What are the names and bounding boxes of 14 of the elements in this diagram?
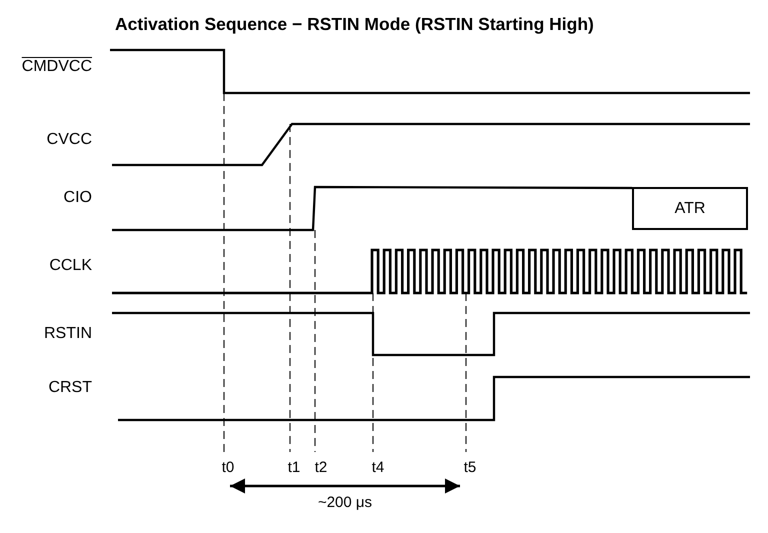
time-marker-label: t0 (222, 459, 234, 476)
time-marker-label: t5 (464, 459, 476, 476)
signal-name: CMDVCC (22, 58, 92, 76)
time-marker-label: t2 (314, 459, 328, 476)
signal-name: CVCC (46, 131, 92, 149)
duration-label: ~200 μs (318, 494, 372, 511)
signal-name: CIO (64, 189, 92, 207)
signal-name: CCLK (49, 257, 92, 275)
diagram-title: Activation Sequence − RSTIN Mode (RSTIN Starting High) (115, 14, 594, 35)
time-marker-label: t4 (372, 459, 384, 476)
data-frame-box: ATR (632, 187, 748, 230)
signal-name: CRST (48, 379, 92, 397)
signal-name: RSTIN (44, 325, 92, 343)
time-marker-label: t1 (288, 459, 300, 476)
